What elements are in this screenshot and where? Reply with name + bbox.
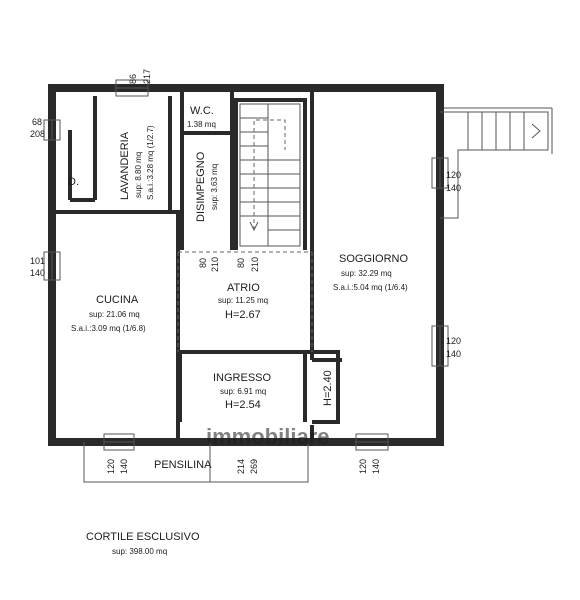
ingresso-height: H=2.54 — [225, 399, 261, 411]
soggiorno-name: SOGGIORNO — [339, 253, 409, 265]
room-wc: W.C. 1.38 mq — [187, 105, 216, 129]
wc-sup: 1.38 mq — [187, 120, 216, 129]
room-cucina: CUCINA sup: 21.06 mq S.a.i.:3.09 mq (1/6… — [71, 294, 146, 333]
disimpegno-name: DISIMPEGNO — [195, 151, 207, 222]
courtyard-caption: CORTILE ESCLUSIVO sup: 398.00 mq — [86, 531, 200, 556]
lavanderia-sai: S.a.i.:3.28 mq (1/2.7) — [146, 125, 155, 200]
dim-left-window-h: 208 — [30, 129, 45, 139]
cucina-sup: sup: 21.06 mq — [89, 310, 140, 319]
dim-front-left-h: 140 — [119, 459, 129, 474]
room-d: D. — [68, 176, 79, 188]
dim-cucina-window-w: 101 — [30, 256, 45, 266]
atrio-boundary — [177, 251, 313, 352]
interior-walls — [52, 92, 342, 442]
room-d-name: D. — [68, 176, 79, 188]
dim-stair-door-h: 210 — [250, 257, 260, 272]
dim-left-window-w: 68 — [32, 117, 42, 127]
dim-lav-window-w: 86 — [128, 74, 138, 84]
courtyard-title: CORTILE ESCLUSIVO — [86, 531, 200, 543]
dim-sog-window1-h: 140 — [446, 183, 461, 193]
wc-name: W.C. — [190, 105, 214, 117]
watermark: immobiliare — [206, 424, 329, 449]
pensilina-label: PENSILINA — [154, 459, 212, 471]
lavanderia-sup: sup: 8.80 mq — [134, 152, 143, 198]
exterior-walls — [48, 84, 444, 446]
external-stair — [440, 107, 553, 219]
soggiorno-sai: S.a.i.:5.04 mq (1/6.4) — [333, 283, 408, 292]
dim-dis-door-h: 210 — [210, 257, 220, 272]
windows — [43, 79, 449, 451]
dim-cucina-window-h: 140 — [30, 268, 45, 278]
closet-height: H=2.40 — [322, 370, 334, 406]
atrio-height: H=2.67 — [225, 309, 261, 321]
dim-front-right-h: 140 — [371, 459, 381, 474]
courtyard-sup: sup: 398.00 mq — [112, 547, 167, 556]
disimpegno-sup: sup: 3.63 mq — [210, 164, 219, 210]
dim-dis-door-w: 80 — [198, 258, 208, 268]
room-ingresso: INGRESSO sup: 6.91 mq H=2.54 — [213, 372, 272, 411]
ingresso-name: INGRESSO — [213, 372, 272, 384]
lavanderia-name: LAVANDERIA — [119, 131, 131, 200]
staircase — [239, 103, 301, 247]
dim-sog-window1-w: 120 — [446, 170, 461, 180]
atrio-sup: sup: 11.25 mq — [218, 296, 268, 305]
room-disimpegno: DISIMPEGNO sup: 3.63 mq — [195, 151, 219, 222]
dim-sog-window2-h: 140 — [446, 349, 461, 359]
dim-front-right-w: 120 — [358, 459, 368, 474]
cucina-name: CUCINA — [96, 294, 139, 306]
canopy — [83, 442, 309, 483]
dim-front-mid-h: 269 — [249, 459, 259, 474]
room-lavanderia: LAVANDERIA sup: 8.80 mq S.a.i.:3.28 mq (… — [119, 125, 155, 200]
ingresso-sup: sup: 6.91 mq — [220, 387, 266, 396]
dim-front-mid-w: 214 — [236, 459, 246, 474]
dim-lav-window-h: 217 — [142, 69, 152, 84]
dimension-labels: 86 217 68 208 101 140 80 210 80 210 120 … — [30, 69, 461, 474]
dim-sog-window2-w: 120 — [446, 336, 461, 346]
room-soggiorno: SOGGIORNO sup: 32.29 mq S.a.i.:5.04 mq (… — [333, 253, 409, 292]
dim-front-left-w: 120 — [106, 459, 116, 474]
soggiorno-sup: sup: 32.29 mq — [341, 269, 392, 278]
atrio-name: ATRIO — [227, 282, 260, 294]
cucina-sai: S.a.i.:3.09 mq (1/6.8) — [71, 324, 146, 333]
room-atrio: ATRIO sup: 11.25 mq H=2.67 — [218, 282, 268, 321]
dim-stair-door-w: 80 — [236, 258, 246, 268]
